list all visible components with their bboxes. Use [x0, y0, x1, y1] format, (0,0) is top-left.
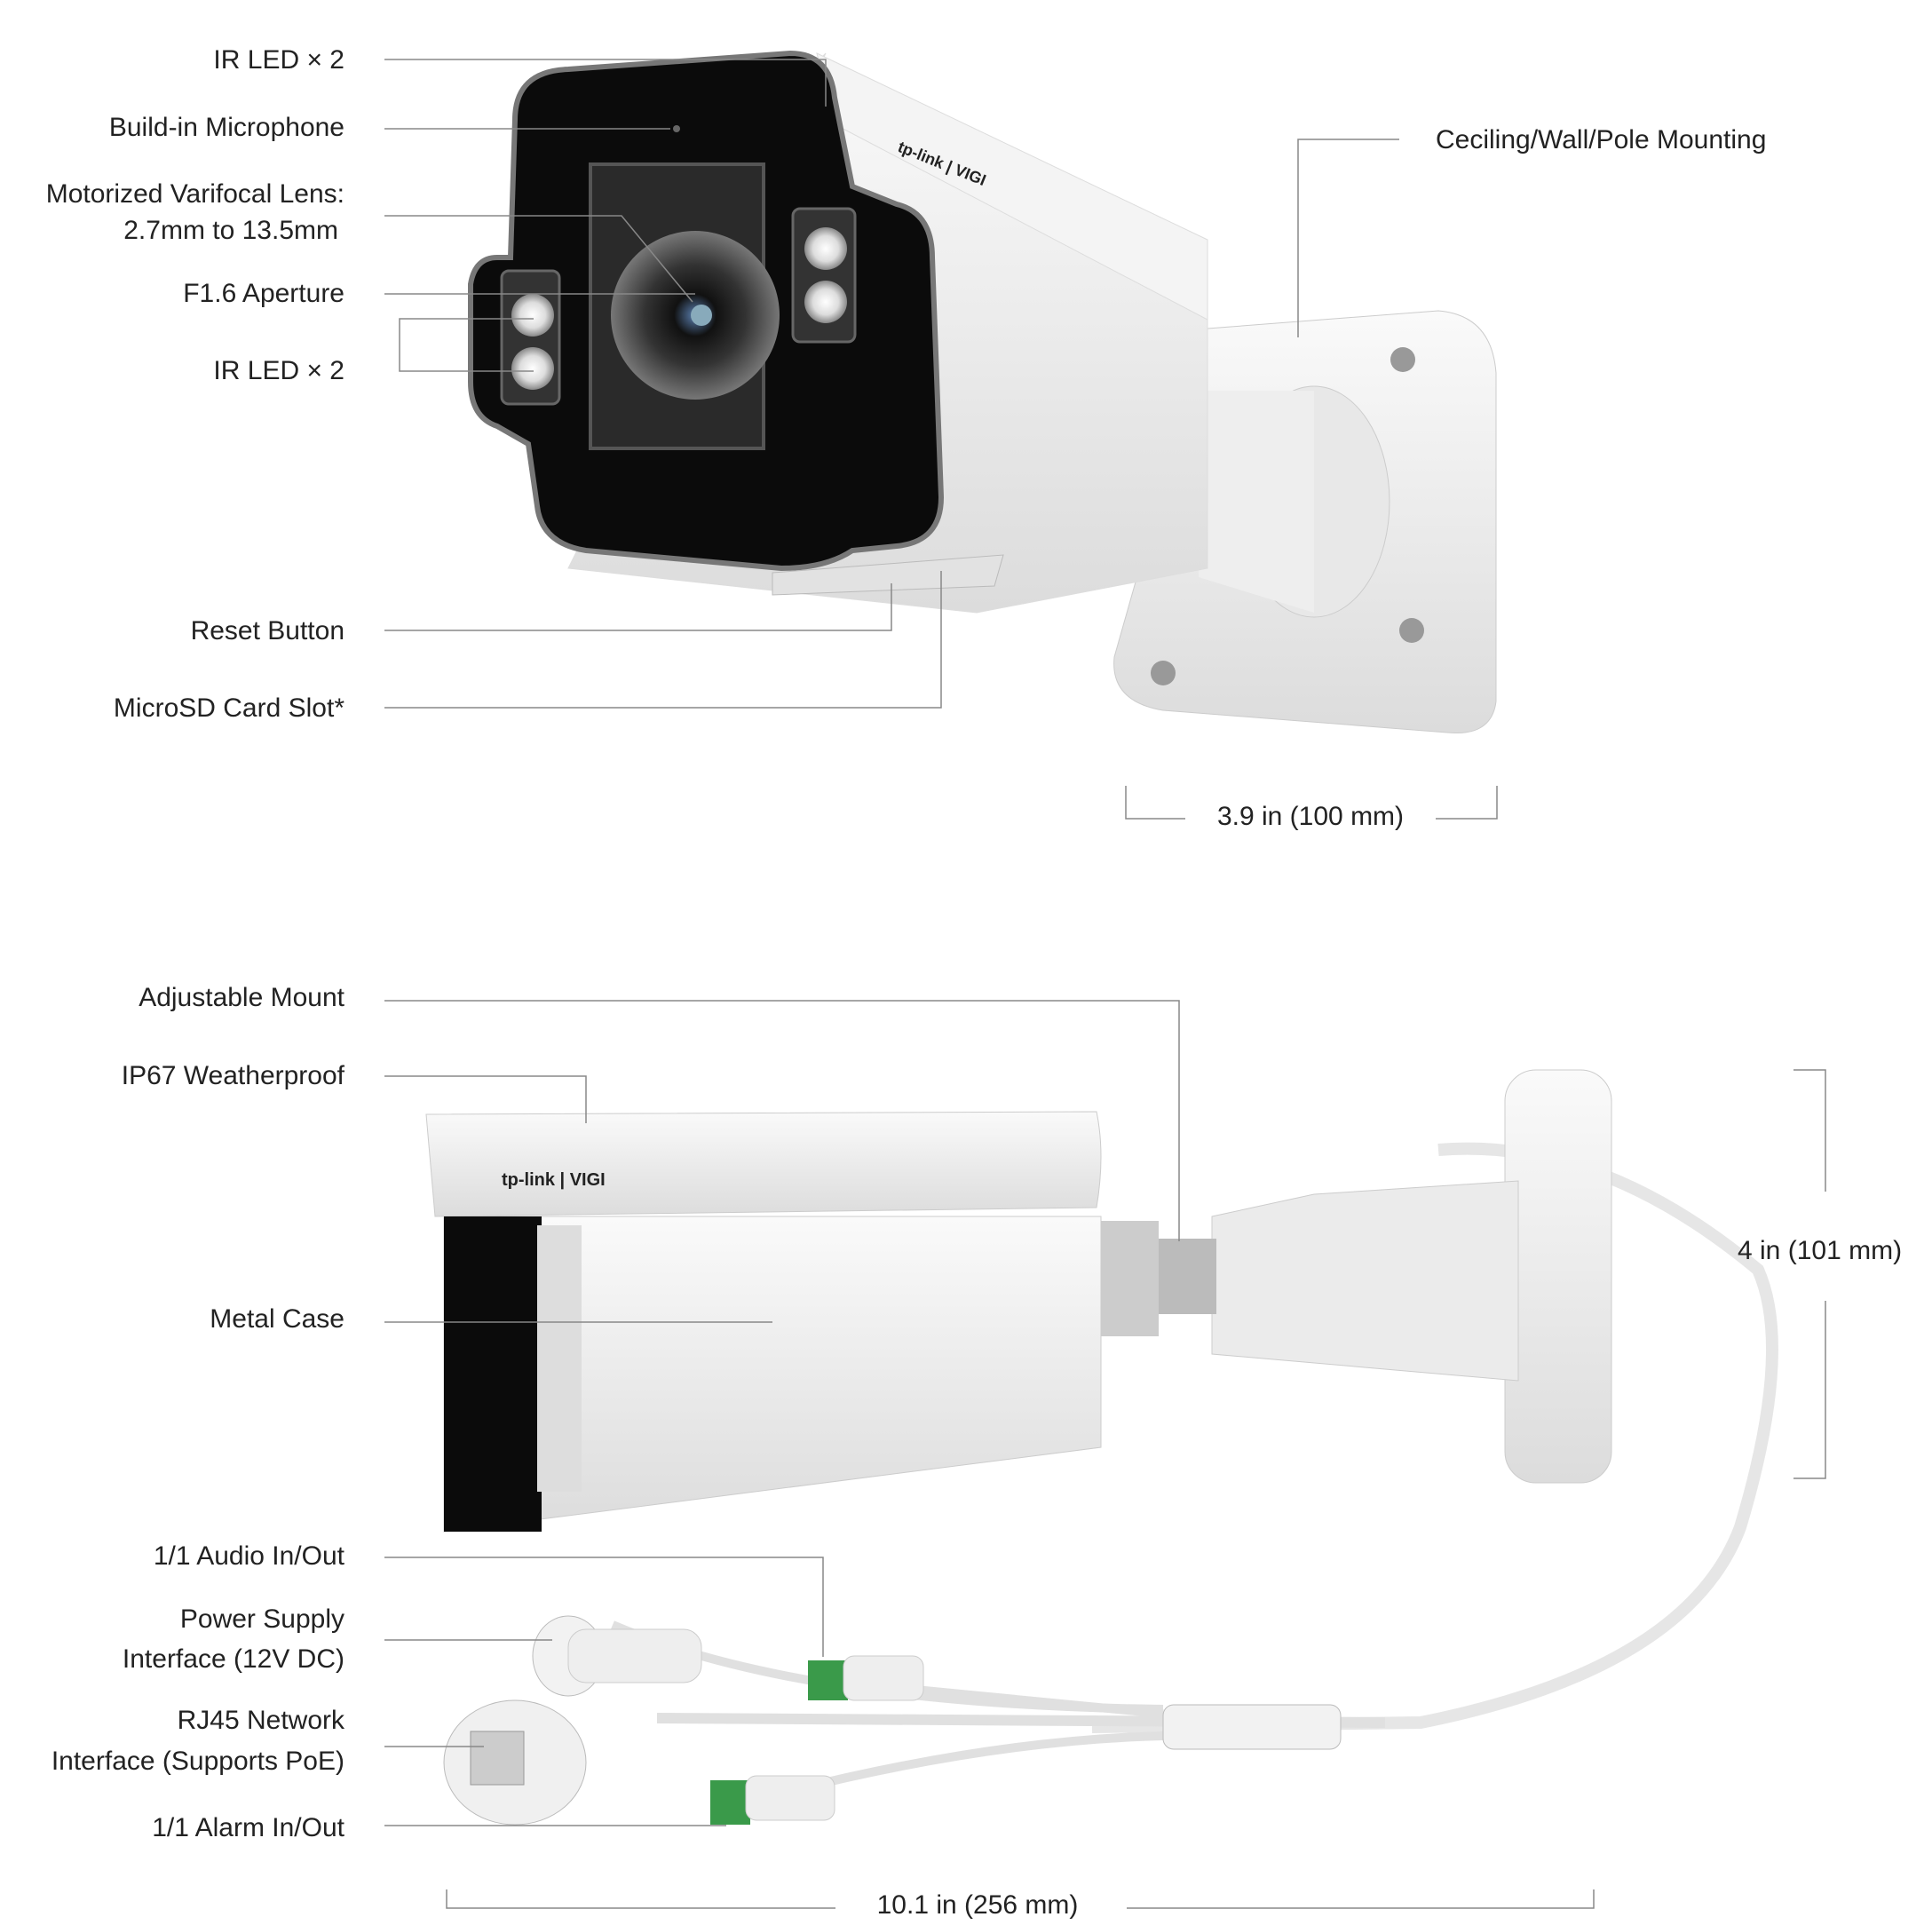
label-metal-case: Metal Case [210, 1304, 344, 1334]
label-adjustable-mount: Adjustable Mount [139, 983, 344, 1012]
label-weatherproof: IP67 Weatherproof [121, 1061, 344, 1090]
label-alarm: 1/1 Alarm In/Out [152, 1813, 344, 1842]
dimension-mount-width: 3.9 in (100 mm) [1216, 802, 1405, 831]
label-lens-line2: 2.7mm to 13.5mm [123, 216, 338, 245]
label-ir-led-bottom: IR LED × 2 [213, 356, 344, 385]
front-camera: tp-link | VIGI [468, 50, 1497, 734]
dimension-height: 4 in (101 mm) [1738, 1236, 1903, 1265]
sunshield [425, 1111, 1102, 1217]
label-rj45-line1: RJ45 Network [177, 1706, 344, 1735]
leader-lines [384, 59, 1826, 1909]
label-audio: 1/1 Audio In/Out [153, 1541, 344, 1571]
label-ir-led-top: IR LED × 2 [213, 45, 344, 75]
svg-text:tp-link | VIGI: tp-link | VIGI [502, 1170, 606, 1190]
mount-arm [1211, 1180, 1519, 1382]
label-rj45-line2: Interface (Supports PoE) [51, 1747, 344, 1776]
label-power-line1: Power Supply [179, 1604, 344, 1634]
label-aperture: F1.6 Aperture [183, 279, 344, 308]
label-power-line2: Interface (12V DC) [122, 1644, 344, 1674]
microphone-hole [673, 125, 680, 132]
label-microphone: Build-in Microphone [108, 113, 344, 142]
mount-base [1504, 1069, 1612, 1484]
label-microsd-slot: MicroSD Card Slot* [113, 693, 344, 723]
label-mounting: Ceciling/Wall/Pole Mounting [1436, 125, 1767, 154]
label-lens-line1: Motorized Varifocal Lens: [45, 179, 344, 209]
label-reset-button: Reset Button [190, 616, 344, 646]
side-camera: tp-link | VIGI [425, 1069, 1778, 1826]
dimension-length: 10.1 in (256 mm) [876, 1890, 1079, 1920]
